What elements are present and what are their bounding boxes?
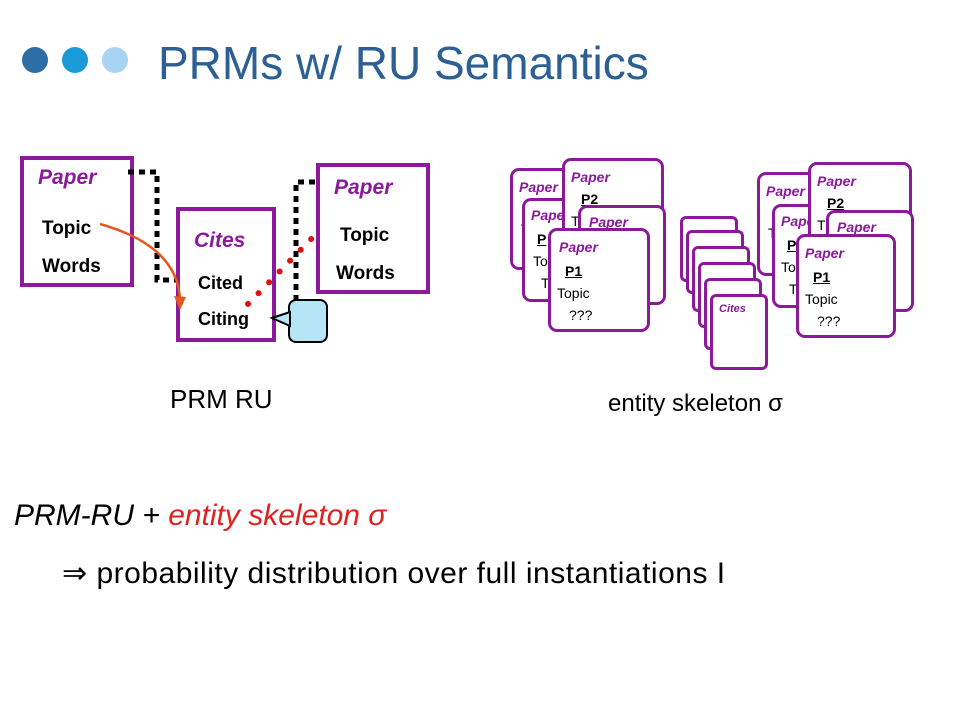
skeleton-paper-card-p1: Paper P1 Topic ??? <box>548 228 650 332</box>
card-paper-label: Paper <box>805 245 844 261</box>
paper-right-attr-topic: Topic <box>340 225 390 246</box>
arrow-head <box>174 296 186 310</box>
cites-attr-cited: Cited <box>198 273 243 293</box>
paper-left-attr-topic: Topic <box>42 218 92 239</box>
card-paper-id: P <box>787 237 797 253</box>
card-paper-id: P1 <box>565 263 583 279</box>
card-truncated-topic: T <box>541 275 550 291</box>
card-paper-id: P1 <box>813 269 831 285</box>
card-truncated-topic: T <box>817 217 826 233</box>
slide-title: PRMs w/ RU Semantics <box>158 37 649 89</box>
card-paper-label: Paper <box>571 169 610 185</box>
card-paper-label: Paper <box>837 219 876 235</box>
cites-attr-citing: Citing <box>198 309 249 329</box>
card-truncated-topic: T <box>571 213 580 229</box>
red-dotted-dependency <box>245 229 321 307</box>
skeleton-paper-card-p1: Paper P1 Topic ??? <box>796 234 896 338</box>
topic-to-cited-arrow <box>99 222 182 301</box>
citing-reference-line <box>293 179 316 312</box>
paper-class-right: Paper Topic Words <box>316 163 430 294</box>
summary-prefix: PRM-RU + <box>14 499 169 532</box>
cites-instance-card: Cites <box>710 294 768 370</box>
card-unknown-value: ??? <box>817 313 841 329</box>
card-paper-label: Paper <box>817 173 856 189</box>
paper-class-left: Paper Topic Words <box>20 156 134 287</box>
cites-label: Cites <box>194 229 246 252</box>
card-paper-label: Paper <box>531 207 570 223</box>
card-truncated-topic: To <box>533 253 548 269</box>
paper-right-label: Paper <box>334 176 393 199</box>
card-topic: Topic <box>805 291 838 307</box>
paper-left-attr-words: Words <box>42 256 101 277</box>
card-topic: Topic <box>557 285 590 301</box>
card-paper-id: P2 <box>827 195 845 211</box>
bubble-tail <box>269 310 291 328</box>
card-paper-label: Paper <box>519 179 558 195</box>
paper-right-attr-words: Words <box>336 263 395 284</box>
summary-line-1: PRM-RU + entity skeleton σ <box>14 499 386 533</box>
card-truncated-topic: To <box>781 259 796 275</box>
card-unknown-value: ??? <box>569 307 593 323</box>
bullet-dot-2 <box>62 47 88 73</box>
cites-class: Cites Cited Citing <box>176 207 276 342</box>
card-paper-id: P <box>537 231 547 247</box>
skeleton-caption: entity skeleton σ <box>608 390 783 417</box>
prm-ru-caption: PRM RU <box>170 384 273 414</box>
cites-instance-label: Cites <box>719 303 746 315</box>
card-paper-label: Paper <box>589 214 628 230</box>
cited-reference-line <box>128 169 176 283</box>
card-paper-label: Paper <box>559 239 598 255</box>
paper-left-label: Paper <box>38 166 97 189</box>
summary-highlight: entity skeleton σ <box>168 499 387 532</box>
selector-bubble <box>288 299 328 343</box>
bullet-dot-1 <box>22 47 48 73</box>
card-truncated-topic: T <box>789 281 798 297</box>
bullet-dot-3 <box>102 47 128 73</box>
summary-line-2: ⇒ probability distribution over full ins… <box>62 557 726 590</box>
card-paper-id: P2 <box>581 191 599 207</box>
card-paper-label: Paper <box>766 183 805 199</box>
